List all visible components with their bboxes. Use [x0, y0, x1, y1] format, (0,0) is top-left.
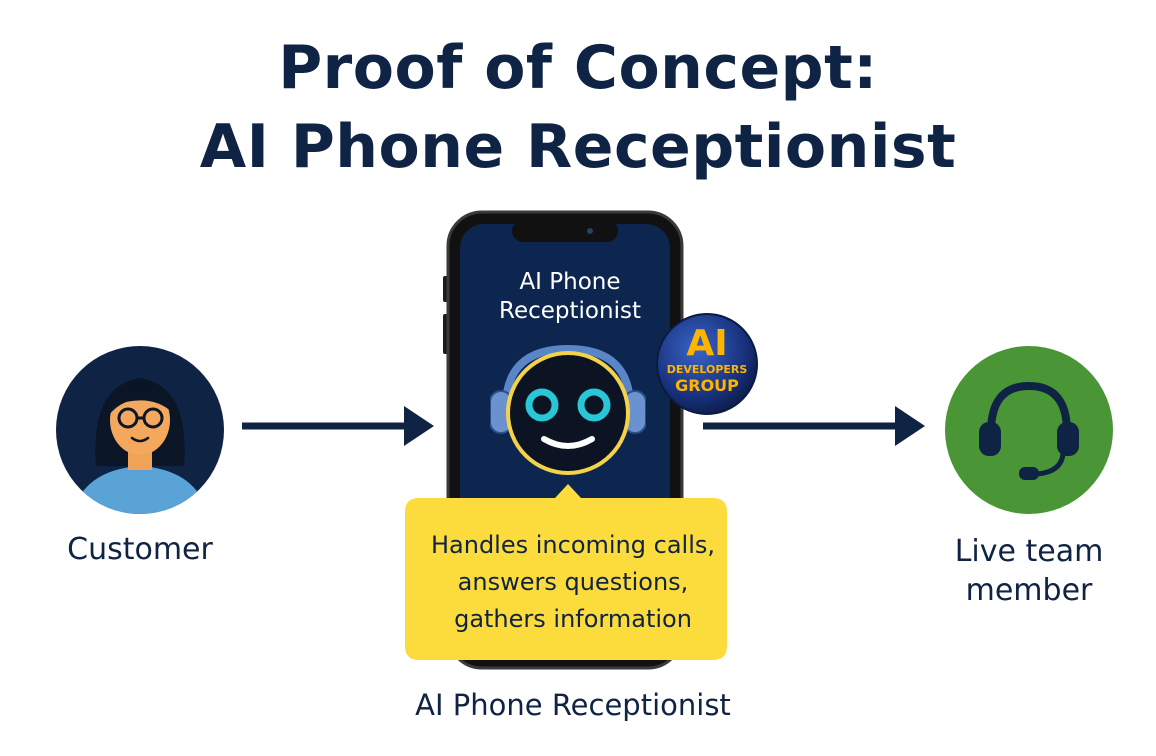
callout-line-1: Handles incoming calls,	[430, 531, 715, 559]
phone-caption: AI Phone Receptionist	[415, 688, 731, 722]
agent-label-line-1: Live team	[954, 534, 1104, 569]
badge-text-ai: AI	[686, 323, 728, 364]
ai-developers-group-logo	[656, 313, 758, 415]
page-title-line-1: Proof of Concept:	[278, 33, 878, 103]
robot-face-icon	[490, 345, 646, 475]
headset-icon	[945, 346, 1113, 514]
badge-text-group: GROUP	[675, 376, 739, 395]
callout-bubble	[405, 484, 727, 660]
callout-line-3: gathers information	[454, 605, 692, 633]
arrow-right-icon	[242, 406, 434, 446]
phone-screen-title-line-2: Receptionist	[499, 298, 641, 324]
page-title-line-2: AI Phone Receptionist	[199, 112, 957, 182]
phone-screen-title-line-1: AI Phone	[519, 269, 621, 295]
badge-text-developers: DEVELOPERS	[666, 363, 748, 376]
agent-label-line-2: member	[965, 573, 1093, 608]
phone-screen-title: AI Phone Receptionist	[470, 268, 670, 326]
callout-text: Handles incoming calls, answers question…	[410, 527, 736, 638]
customer-label: Customer	[67, 532, 213, 567]
callout-line-2: answers questions,	[457, 568, 689, 596]
agent-label: Live team member	[900, 532, 1156, 610]
arrow-right-icon	[703, 406, 925, 446]
woman-avatar-icon	[56, 346, 224, 514]
